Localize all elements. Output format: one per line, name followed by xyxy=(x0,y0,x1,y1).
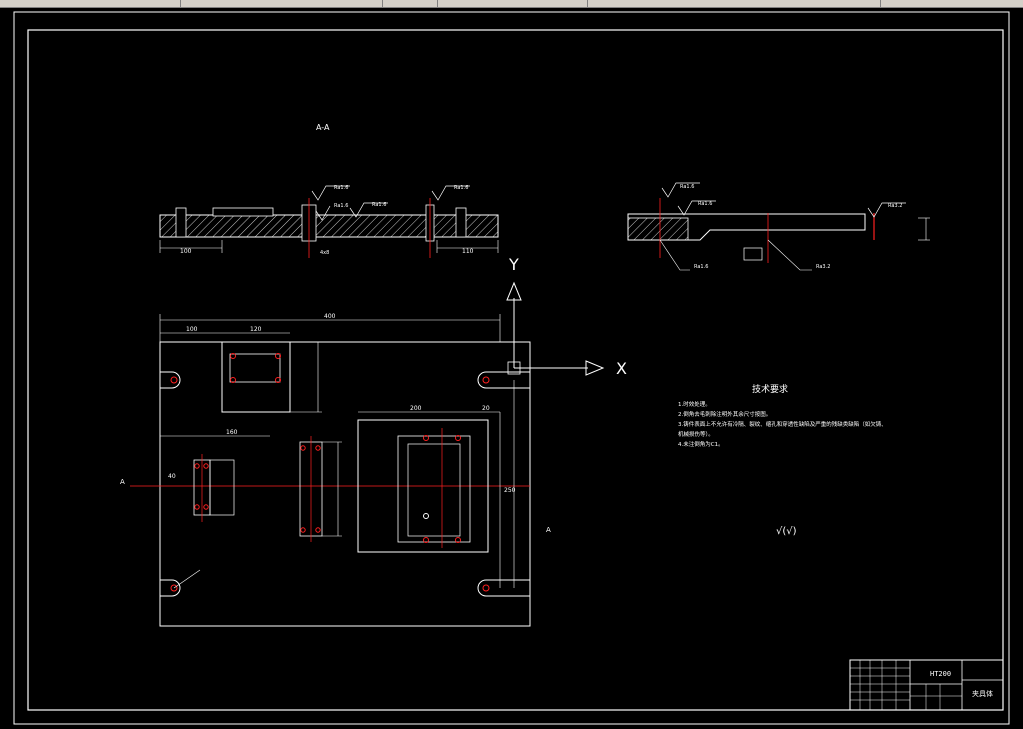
roughness-7: Ra3.2 xyxy=(888,203,902,209)
y-axis-label: Y xyxy=(508,255,519,274)
roughness-symbol: √(√) xyxy=(776,526,797,537)
roughness-3: Ra1.6 xyxy=(454,185,468,191)
section-mark-right: A xyxy=(546,526,551,534)
dim-100: 100 xyxy=(180,248,192,255)
dim-110: 110 xyxy=(462,248,474,255)
x-axis-arrow-icon xyxy=(585,360,605,376)
roughness-4: Ra1.6 xyxy=(334,203,348,209)
y-axis-arrow-icon xyxy=(506,281,522,301)
tech-item-2: 2.倒角去毛刺除注明外其余尺寸按图。 xyxy=(678,410,771,418)
roughness-9: Ra3.2 xyxy=(816,264,830,270)
roughness-2: Ra1.6 xyxy=(372,202,386,208)
tech-item-4: 机械损伤等）。 xyxy=(678,430,714,438)
plan-view xyxy=(130,314,531,627)
roughness-6: Ra1.6 xyxy=(698,201,712,207)
dim-plan-160: 160 xyxy=(226,429,238,436)
dim-plan-200: 200 xyxy=(410,405,422,412)
x-axis-label: X xyxy=(616,359,627,378)
dim-plan-20: 20 xyxy=(482,405,490,412)
cad-drawing-canvas[interactable]: A-A 100 110 4x8 Ra1.6 Ra1.6 Ra1.6 Ra1.6 xyxy=(0,8,1023,729)
inner-frame xyxy=(27,29,1004,711)
roughness-5: Ra1.6 xyxy=(680,184,694,190)
section-title: A-A xyxy=(316,123,330,132)
dim-plan-100: 100 xyxy=(186,326,198,333)
title-material: HT200 xyxy=(930,670,951,678)
tech-title: 技术要求 xyxy=(752,383,788,395)
drawing-svg: A-A 100 110 4x8 Ra1.6 Ra1.6 Ra1.6 Ra1.6 xyxy=(13,11,1010,725)
origin-marker xyxy=(507,361,521,375)
section-mark-left: A xyxy=(120,478,125,486)
title-block xyxy=(849,659,1004,711)
section-view-left xyxy=(159,185,499,258)
roughness-8: Ra1.6 xyxy=(694,264,708,270)
roughness-1: Ra1.6 xyxy=(334,185,348,191)
dim-400: 400 xyxy=(324,313,336,320)
cad-toolbar-strip[interactable] xyxy=(0,0,1023,8)
dim-plan-40: 40 xyxy=(168,473,176,480)
title-part-name: 夹具体 xyxy=(972,689,993,698)
dim-plan-250: 250 xyxy=(504,487,516,494)
tech-item-5: 4.未注倒角为C1。 xyxy=(678,440,724,448)
tech-item-1: 1.时效处理。 xyxy=(678,400,711,408)
section-view-right xyxy=(627,182,930,271)
dim-plan-120: 120 xyxy=(250,326,262,333)
dim-4x8: 4x8 xyxy=(320,250,329,256)
outer-border xyxy=(13,11,1010,725)
tech-item-3: 3.铸件表面上不允许有冷隔、裂纹、缩孔和穿透性缺陷及严重的残缺类缺陷（如欠铸、 xyxy=(678,420,887,428)
